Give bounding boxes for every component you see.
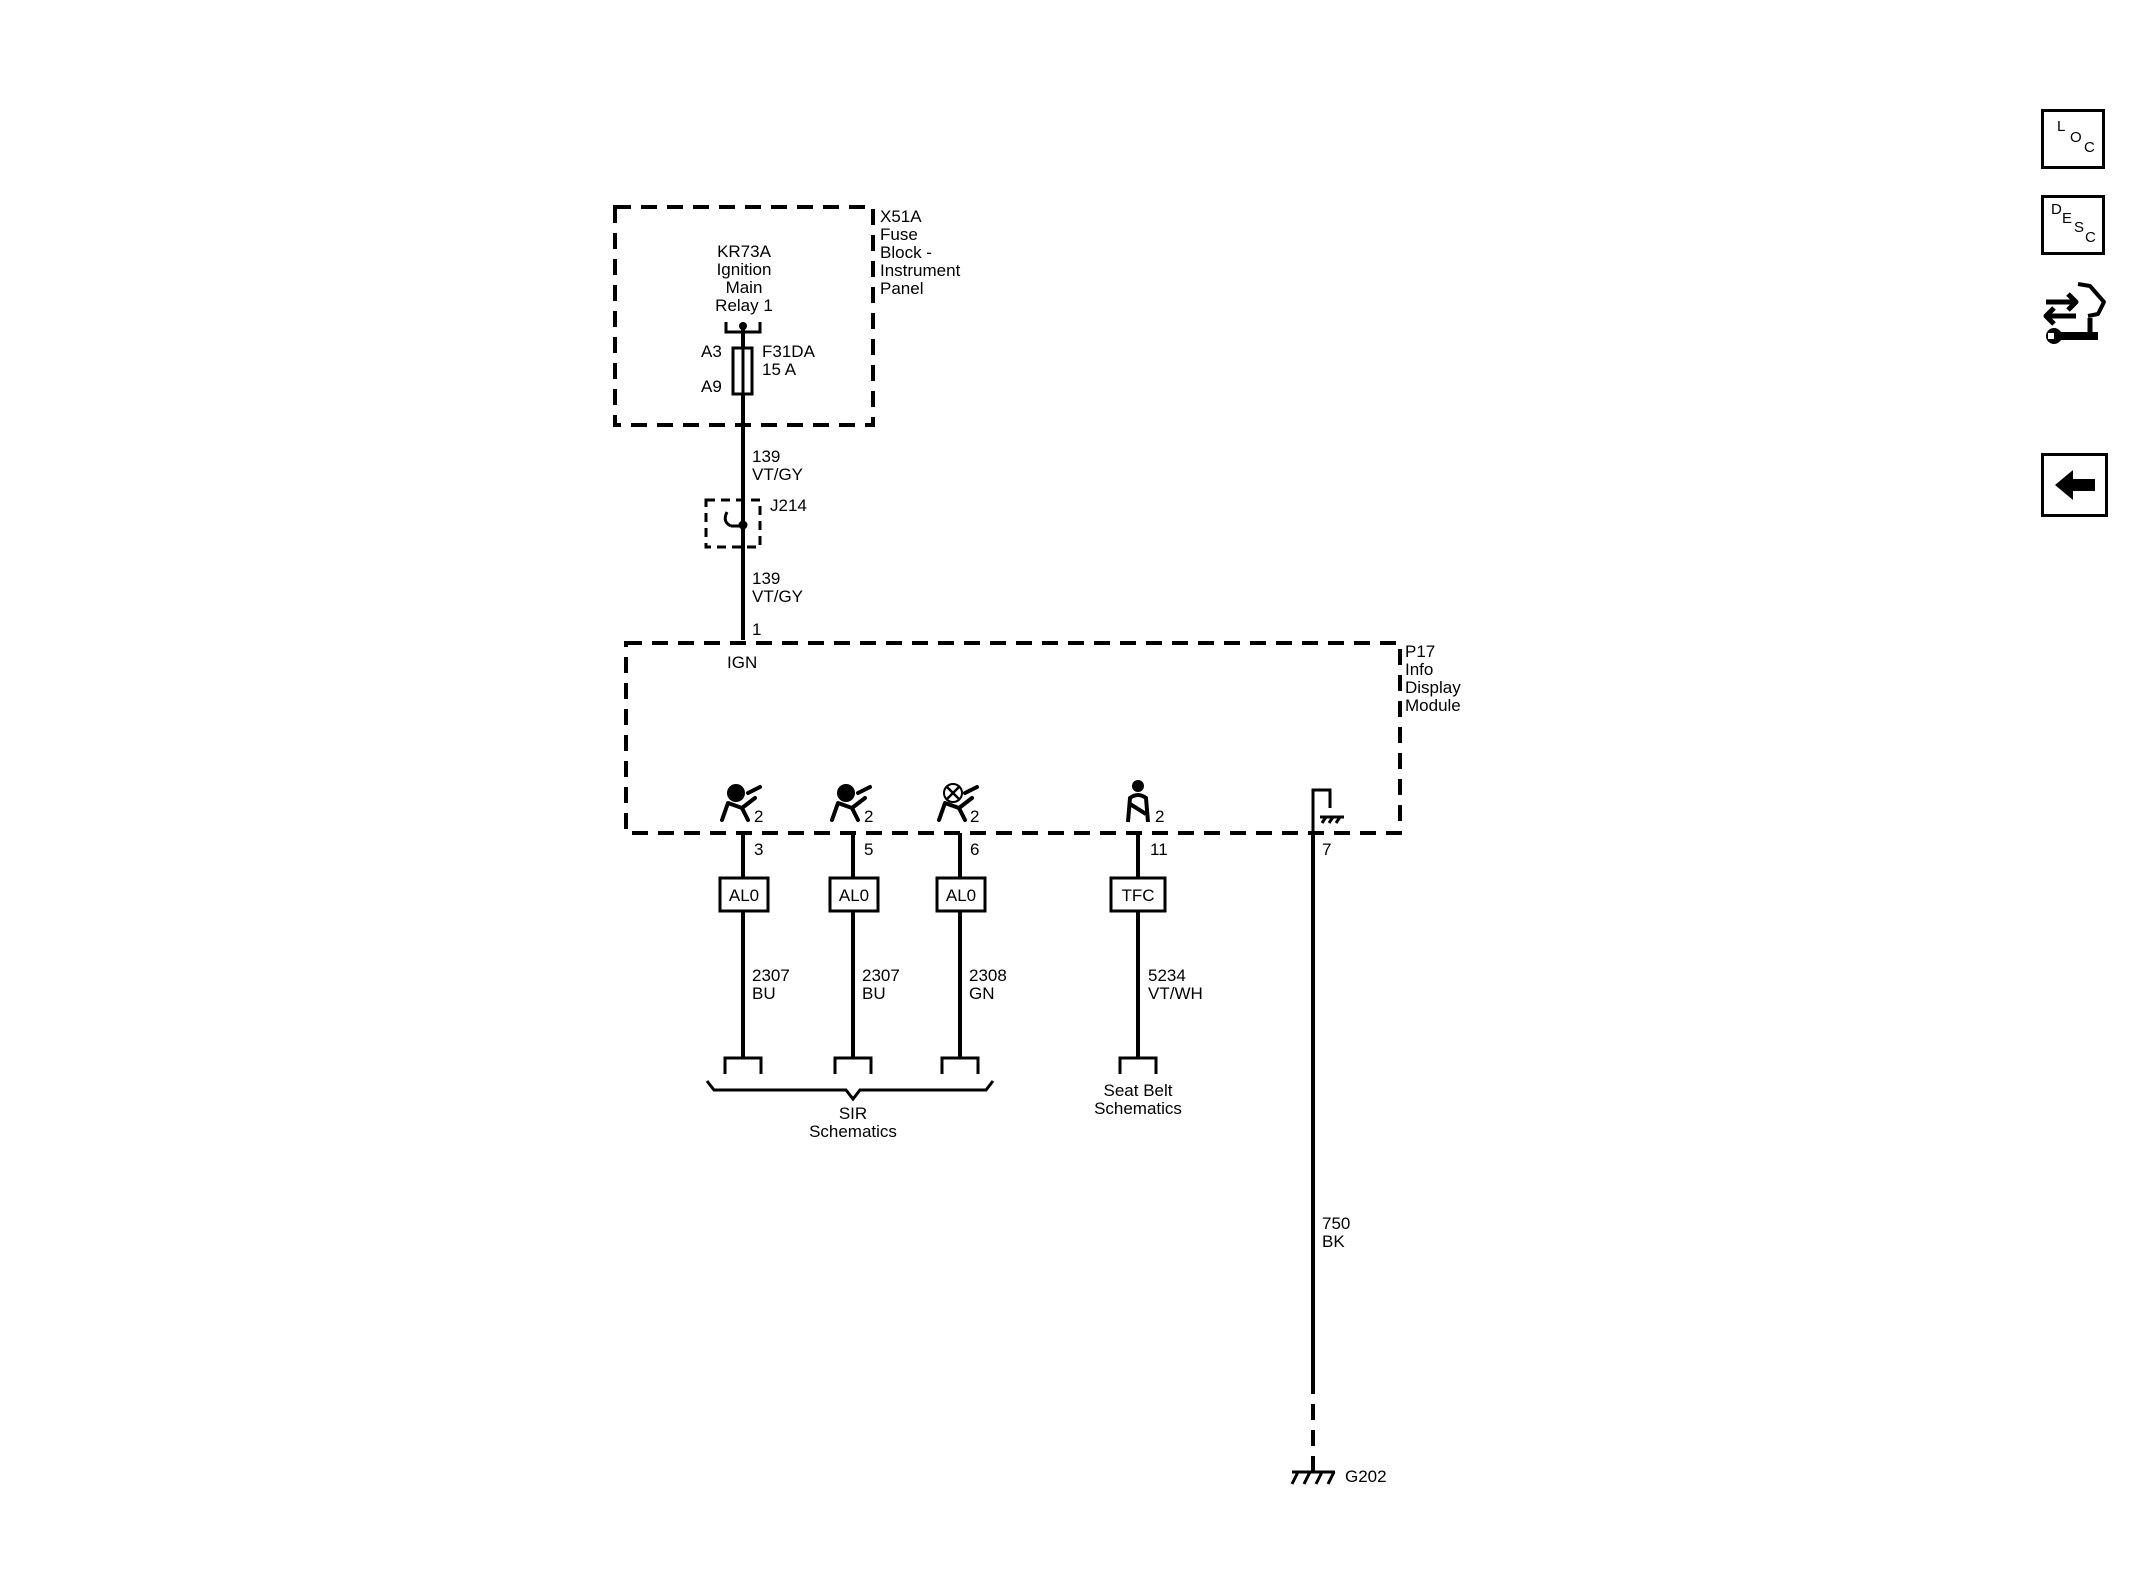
feed-circuit-139: 139 VT/GY J214 139 VT/GY 1: [704, 394, 807, 640]
fuse-block-id: X51A: [880, 207, 922, 226]
relay-label: KR73A Ignition Main Relay 1: [715, 242, 773, 315]
output-2-pin: 5: [864, 840, 873, 859]
output-4-circuit: 5234: [1148, 966, 1186, 985]
output-2-color: BU: [862, 984, 886, 1003]
relay-label-3: Main: [726, 278, 763, 297]
ground-g202-icon: [1290, 1470, 1336, 1485]
output-channel-2: 2 5 AL0 2307 BU: [828, 784, 900, 1074]
ign-pin-number: 1: [752, 620, 761, 639]
loc-letter-l: L: [2057, 118, 2066, 135]
sir-bracket: [705, 1080, 995, 1102]
relay-label-2: Ignition: [717, 260, 772, 279]
relay-label-1: KR73A: [717, 242, 772, 261]
output-1-connector: AL0: [729, 886, 759, 905]
output-1-sub: 2: [754, 807, 763, 826]
connector-repair-button[interactable]: [2038, 278, 2108, 350]
loc-letter-o: O: [2070, 129, 2082, 146]
ground-circuit-color: BK: [1322, 1232, 1345, 1251]
sir-label-1: SIR: [839, 1104, 867, 1123]
loc-letter-c: C: [2084, 139, 2095, 156]
feed-lower-color: VT/GY: [752, 587, 803, 606]
output-4-pin: 11: [1150, 840, 1168, 859]
fuse-block-name-2: Block -: [880, 243, 932, 262]
ground-circuit-number: 750: [1322, 1214, 1350, 1233]
module-name-2: Display: [1405, 678, 1461, 697]
splice-j214-dot: [738, 520, 748, 530]
airbag-icon: [830, 784, 872, 822]
desc-letter-d: D: [2051, 201, 2062, 218]
connector-wrench-icon: [2043, 282, 2106, 344]
ground-pin: 7: [1322, 840, 1331, 859]
output-channel-1: 2 3 AL0 2307 BU: [718, 784, 790, 1074]
output-3-color: GN: [969, 984, 995, 1003]
feed-upper-color: VT/GY: [752, 465, 803, 484]
ground-circuit: 7 750 BK G202: [1290, 788, 1387, 1486]
fuse-id: F31DA: [762, 342, 816, 361]
output-2-connector: AL0: [839, 886, 869, 905]
loc-button[interactable]: L O C: [2041, 109, 2105, 169]
output-1-terminal: [723, 1056, 763, 1074]
output-1-circuit: 2307: [752, 966, 790, 985]
fuse-block-name-1: Fuse: [880, 225, 918, 244]
output-channel-4: 2 11 TFC 5234 VT/WH: [1109, 780, 1203, 1074]
seat-belt-icon: [1126, 780, 1150, 823]
splice-j214-label: J214: [770, 496, 807, 515]
desc-letter-c: C: [2085, 229, 2096, 246]
airbag-icon: [720, 784, 762, 822]
desc-letter-e: E: [2062, 210, 2073, 227]
sir-label-2: Schematics: [809, 1122, 897, 1141]
fuse-pin-bottom: A9: [701, 377, 722, 396]
output-4-terminal: [1118, 1056, 1158, 1074]
fuse-block-name-3: Instrument: [880, 261, 961, 280]
relay-label-4: Relay 1: [715, 296, 773, 315]
seatbelt-label-1: Seat Belt: [1104, 1081, 1173, 1100]
splice-j214-box: [704, 498, 762, 549]
output-2-sub: 2: [864, 807, 873, 826]
output-4-color: VT/WH: [1148, 984, 1203, 1003]
fuse-block-x51a: X51A Fuse Block - Instrument Panel KR73A…: [613, 205, 961, 427]
fuse-block-name-4: Panel: [880, 279, 923, 298]
ign-label: IGN: [727, 653, 757, 672]
output-2-terminal: [833, 1056, 873, 1074]
output-channel-3: 2 6 AL0 2308 GN: [935, 783, 1007, 1074]
airbag-off-icon: [937, 783, 979, 822]
output-3-connector: AL0: [946, 886, 976, 905]
fuse-rating: 15 A: [762, 360, 797, 379]
output-2-circuit: 2307: [862, 966, 900, 985]
feed-upper-number: 139: [752, 447, 780, 466]
output-4-sub: 2: [1155, 807, 1164, 826]
back-arrow-icon: [2055, 470, 2095, 500]
module-p17: P17 Info Display Module IGN: [624, 641, 1461, 835]
module-ground-symbol: [1311, 788, 1344, 833]
output-3-terminal: [940, 1056, 980, 1074]
desc-button[interactable]: D E S C: [2041, 195, 2105, 255]
module-name-3: Module: [1405, 696, 1461, 715]
output-1-pin: 3: [754, 840, 763, 859]
output-3-circuit: 2308: [969, 966, 1007, 985]
back-button[interactable]: [2041, 453, 2108, 517]
module-id: P17: [1405, 642, 1435, 661]
output-3-sub: 2: [970, 807, 979, 826]
module-name-1: Info: [1405, 660, 1433, 679]
seatbelt-label-2: Schematics: [1094, 1099, 1182, 1118]
feed-lower-number: 139: [752, 569, 780, 588]
desc-letter-s: S: [2074, 219, 2085, 236]
ground-id: G202: [1345, 1467, 1387, 1486]
output-1-color: BU: [752, 984, 776, 1003]
output-3-pin: 6: [970, 840, 979, 859]
output-4-connector: TFC: [1121, 886, 1154, 905]
fuse-pin-top: A3: [701, 342, 722, 361]
